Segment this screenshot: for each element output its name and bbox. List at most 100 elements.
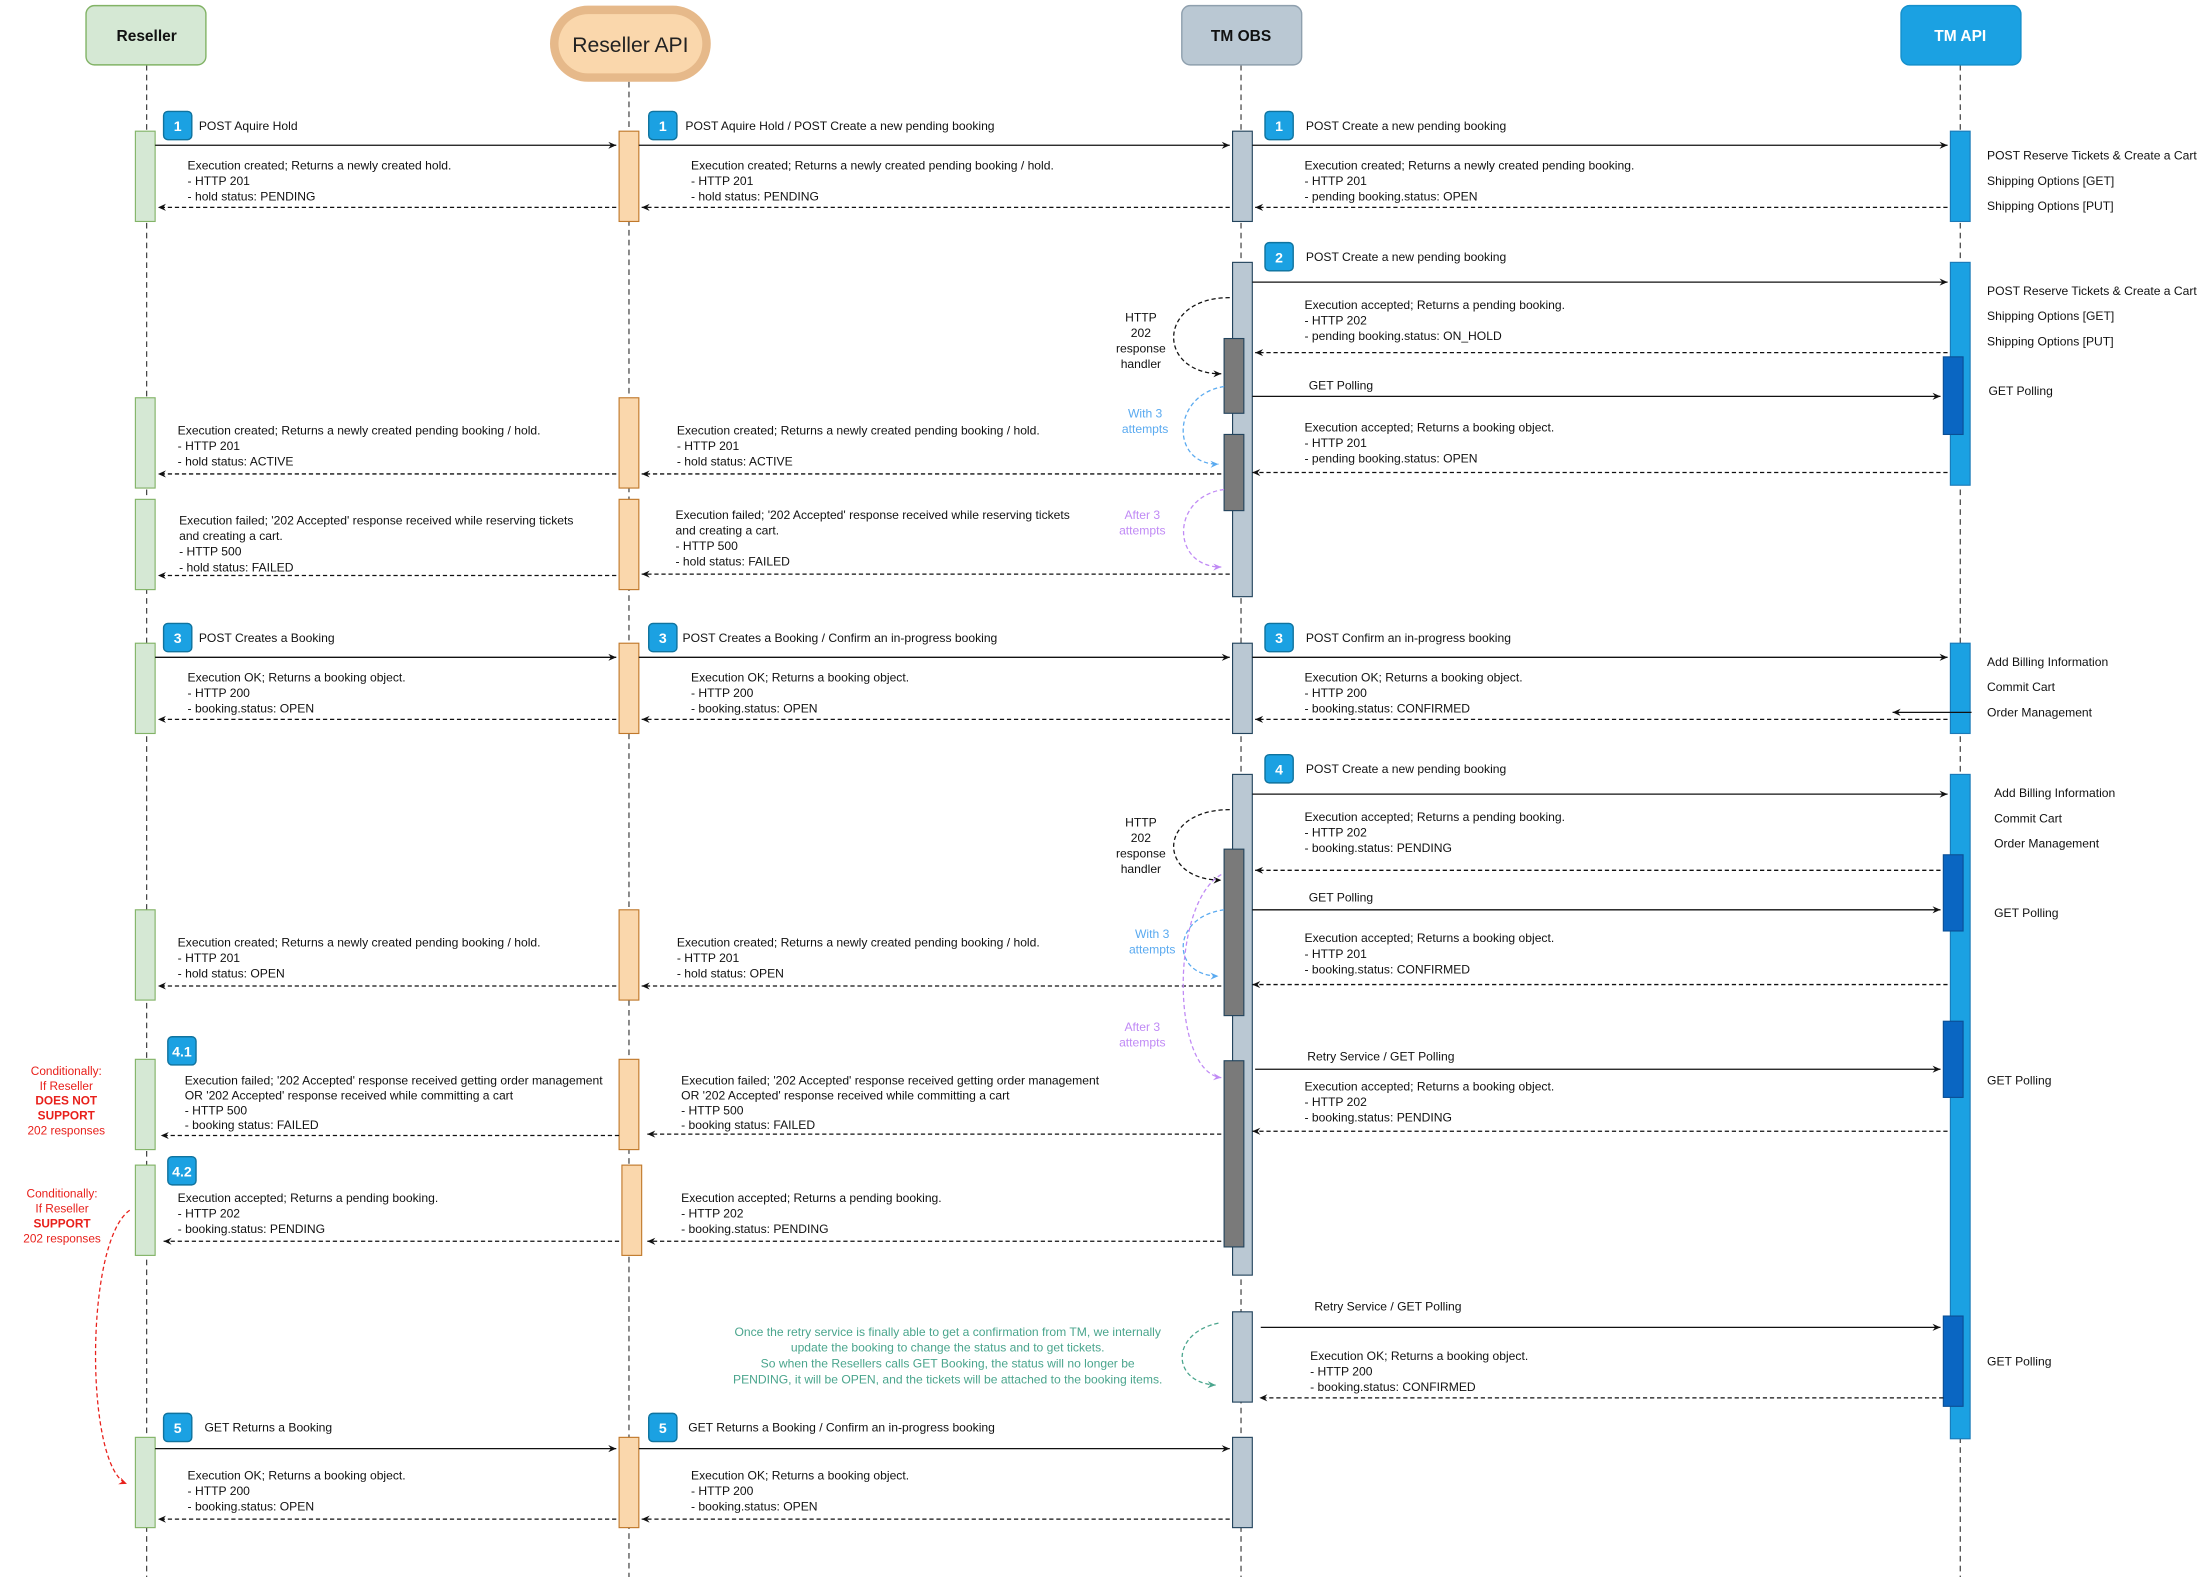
activation-api-1 (618, 130, 640, 223)
participant-reseller[interactable]: Reseller (85, 4, 207, 66)
activation-obs-handler-2a (1223, 337, 1245, 414)
participant-reseller-api-label: Reseller API (572, 34, 688, 57)
svg-text:3: 3 (1275, 630, 1283, 646)
activation-reseller-4 (134, 909, 156, 1001)
badge-1-obs: 1 (1264, 110, 1294, 141)
block-2-reseller-ok: Execution created; Returns a newly creat… (178, 423, 541, 468)
badge-5-api: 5 (648, 1412, 678, 1443)
block-2-api-ok: Execution created; Returns a newly creat… (677, 423, 1040, 468)
badge-3-reseller: 3 (162, 622, 193, 653)
support-202-arrow (94, 1209, 131, 1485)
label-5-api-call: GET Returns a Booking / Confirm an in-pr… (688, 1421, 995, 1435)
activation-tm-poll-4a (1942, 854, 1964, 932)
activation-api-4 (618, 909, 640, 1001)
message-labels: POST Aquire Hold POST Aquire Hold / POST… (199, 119, 1511, 1435)
retry-note-arrow (1181, 1322, 1219, 1389)
block-4-reseller-ok: Execution created; Returns a newly creat… (178, 935, 541, 980)
label-4-tm-polling-2: GET Polling (1987, 1074, 2051, 1088)
block-42-api-accepted: Execution accepted; Returns a pending bo… (681, 1191, 942, 1236)
step-badges: 1 1 1 2 3 3 3 4 4.1 4.2 5 5 (162, 110, 1294, 1443)
activation-obs-handler-2b (1223, 433, 1245, 512)
handler-arrow-4 (1173, 809, 1230, 884)
block-3-obs-return: Execution OK; Returns a booking object.-… (1304, 670, 1522, 715)
block-3-reseller-return: Execution OK; Returns a booking object.-… (188, 670, 406, 715)
activation-obs-3 (1232, 642, 1253, 735)
block-41-api-fail: Execution failed; '202 Accepted' respons… (681, 1074, 1100, 1132)
block-4-obs-return: Execution accepted; Returns a pending bo… (1304, 810, 1565, 855)
after-attempts-arrow-2 (1182, 488, 1225, 571)
label-3-api-call: POST Creates a Booking / Confirm an in-p… (683, 631, 998, 645)
activation-obs-handler-4b (1223, 1060, 1245, 1248)
activation-tm-3 (1949, 642, 1971, 735)
svg-text:2: 2 (1275, 249, 1283, 265)
label-retry-call: Retry Service / GET Polling (1314, 1299, 1461, 1313)
participant-tm-api-label: TM API (1934, 28, 1986, 45)
messages (155, 141, 1972, 1523)
svg-text:3: 3 (659, 630, 667, 646)
activation-obs-retry (1232, 1311, 1253, 1403)
block-2-api-fail: Execution failed; '202 Accepted' respons… (676, 508, 1070, 569)
activation-reseller-1 (134, 130, 156, 223)
svg-text:3: 3 (174, 630, 182, 646)
activation-obs-handler-4a (1223, 848, 1245, 1017)
activation-reseller-41 (134, 1058, 156, 1151)
activation-obs-1 (1232, 130, 1253, 223)
badge-41-reseller: 4.1 (167, 1036, 197, 1066)
participant-tm-obs[interactable]: TM OBS (1181, 4, 1303, 66)
handler-arrow-2 (1173, 296, 1230, 378)
label-4-polling-call: GET Polling (1309, 890, 1373, 904)
block-41-reseller-fail: Execution failed; '202 Accepted' respons… (185, 1074, 604, 1132)
activation-reseller-5 (134, 1436, 156, 1529)
badge-42-reseller: 4.2 (167, 1155, 197, 1186)
activation-api-2b (618, 498, 640, 591)
participant-reseller-api[interactable]: Reseller API (550, 5, 711, 82)
label-1-reseller-call: POST Aquire Hold (199, 119, 298, 133)
activation-api-3 (618, 642, 640, 735)
multiline-labels: Execution created; Returns a newly creat… (23, 148, 2197, 1513)
block-5-api-return: Execution OK; Returns a booking object.-… (691, 1469, 909, 1514)
label-2-obs-call: POST Create a new pending booking (1306, 250, 1506, 264)
svg-text:4.2: 4.2 (172, 1163, 192, 1179)
activation-reseller-42 (134, 1164, 156, 1256)
activation-tm-1 (1949, 130, 1971, 223)
activations (134, 130, 1971, 1529)
participant-tm-obs-label: TM OBS (1211, 28, 1271, 45)
svg-text:5: 5 (659, 1420, 667, 1436)
with-attempts-arrow-2 (1182, 385, 1225, 468)
activation-reseller-2b (134, 498, 156, 591)
activation-api-2a (618, 397, 640, 489)
badge-1-api: 1 (648, 110, 678, 141)
activation-api-42 (621, 1164, 643, 1256)
svg-text:1: 1 (174, 118, 182, 134)
label-4-retry-call: Retry Service / GET Polling (1307, 1050, 1454, 1064)
svg-text:1: 1 (659, 118, 667, 134)
block-2-polling-return: Execution accepted; Returns a booking ob… (1304, 421, 1554, 466)
activation-reseller-3 (134, 642, 156, 735)
label-3-obs-call: POST Confirm an in-progress booking (1306, 631, 1511, 645)
badge-5-reseller: 5 (162, 1412, 193, 1443)
block-retry-return: Execution OK; Returns a booking object.-… (1310, 1349, 1528, 1394)
activation-api-5 (618, 1436, 640, 1529)
badge-2-obs: 2 (1264, 241, 1294, 272)
block-42-reseller-accepted: Execution accepted; Returns a pending bo… (178, 1191, 439, 1236)
participant-reseller-label: Reseller (117, 28, 177, 45)
activation-api-41 (618, 1058, 640, 1151)
self-arrows (94, 296, 1230, 1485)
participant-tm-api[interactable]: TM API (1900, 4, 2022, 66)
block-1-obs-return: Execution created; Returns a newly creat… (1304, 158, 1634, 203)
activation-obs-5 (1232, 1436, 1253, 1529)
svg-text:5: 5 (174, 1420, 182, 1436)
label-retry-tm-polling: GET Polling (1987, 1354, 2051, 1368)
after-attempts-arrow-4 (1182, 873, 1222, 1081)
block-4-api-ok: Execution created; Returns a newly creat… (677, 935, 1040, 980)
